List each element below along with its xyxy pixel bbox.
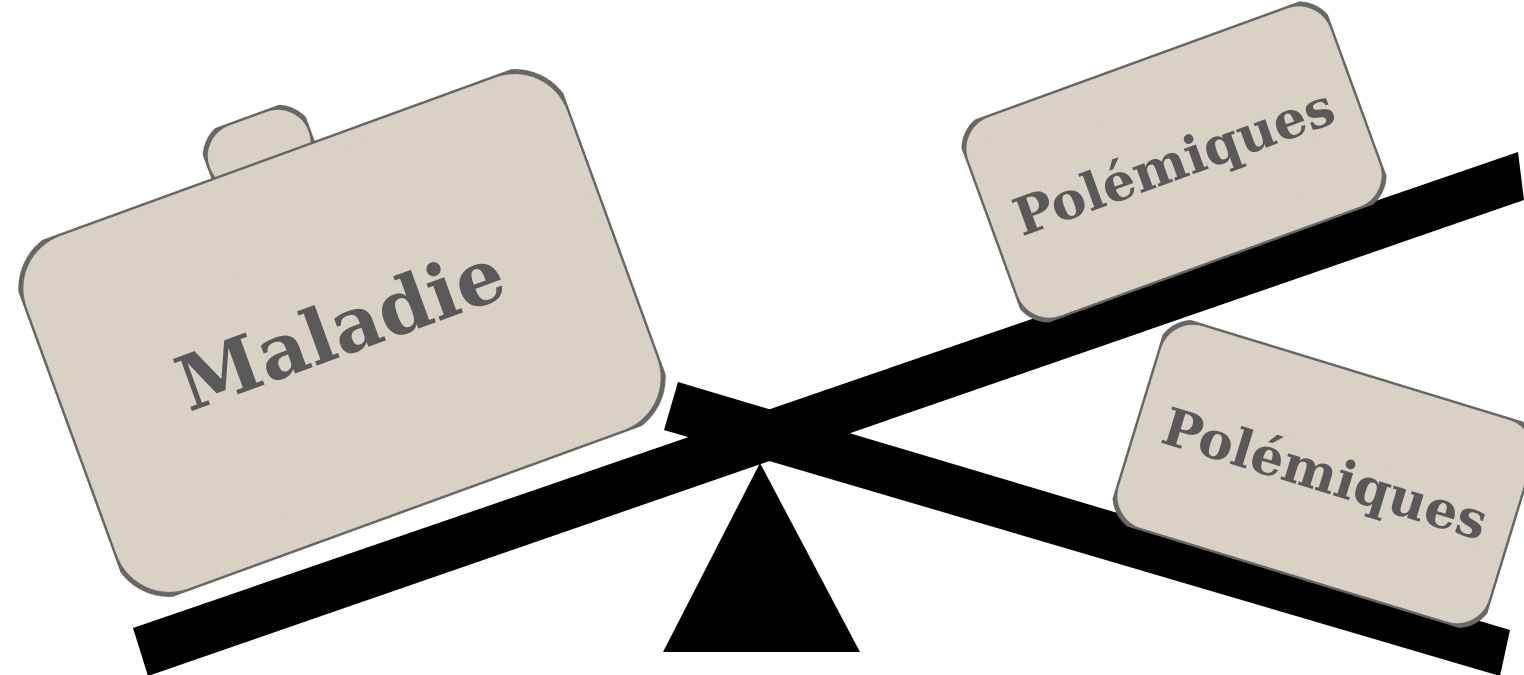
polemiques-bottom-block: Polémiques: [1106, 313, 1524, 634]
fulcrum-triangle: [663, 463, 860, 652]
